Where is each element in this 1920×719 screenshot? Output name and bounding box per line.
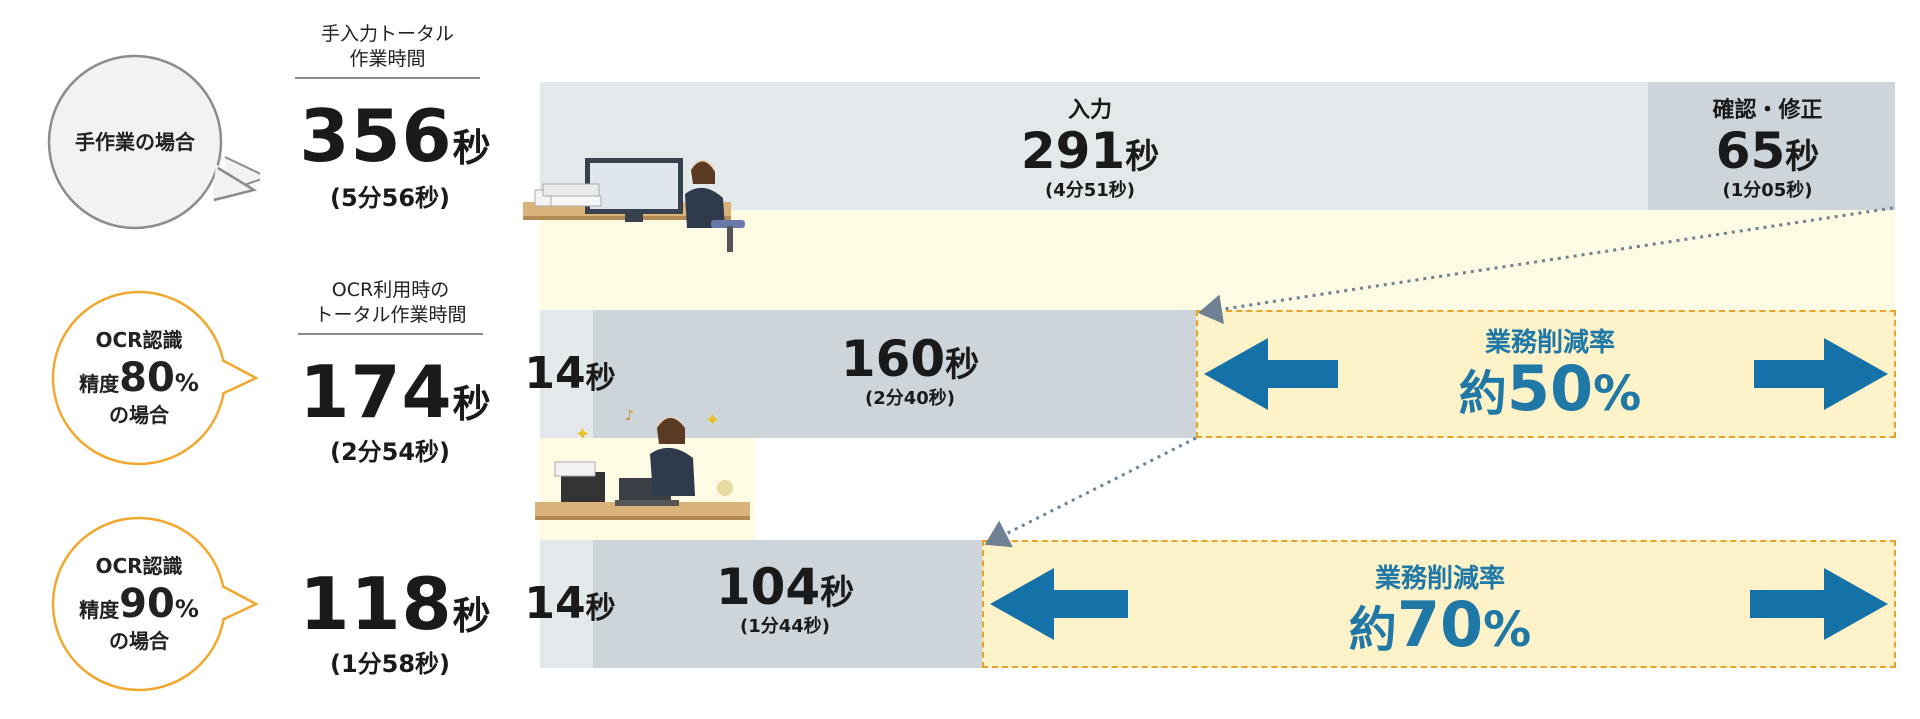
- case-label-line: OCR認識: [95, 554, 183, 578]
- segment-label-review: 確認・修正 65秒 (1分05秒): [1640, 92, 1895, 202]
- total-number: 356: [299, 94, 453, 178]
- connector-line: [984, 436, 1197, 548]
- total-sub-ocr80: (2分54秒): [329, 438, 451, 466]
- segment-value: 104秒: [665, 558, 905, 616]
- case-label-line: OCR認識: [95, 328, 183, 352]
- segment-sub: (1分44秒): [739, 616, 831, 637]
- total-unit: 秒: [452, 126, 491, 170]
- case-label-accuracy: 精度90%: [79, 579, 199, 629]
- bar-segment: [540, 540, 594, 668]
- reduction-title: 業務削減率: [1484, 328, 1615, 358]
- reduction-percent: %: [1593, 366, 1642, 422]
- case-label-prefix: 精度: [79, 598, 120, 622]
- bar-segment: [540, 310, 594, 438]
- case-label-accuracy: 精度80%: [79, 353, 199, 403]
- segment-number: 65: [1715, 122, 1786, 180]
- reduction-title: 業務削減率: [1374, 564, 1505, 594]
- segment-unit: 秒: [945, 345, 980, 385]
- segment-value: 160秒: [760, 330, 1060, 388]
- case-bubble-ocr90: OCR認識 精度90% の場合: [34, 514, 264, 694]
- total-sub-manual: (5分56秒): [329, 184, 451, 212]
- reduction-number: 50: [1506, 352, 1594, 425]
- total-unit: 秒: [452, 382, 491, 426]
- segment-unit: 秒: [820, 573, 855, 613]
- segment-label-input: 入力 291秒 (4分51秒): [900, 92, 1280, 202]
- segment-unit: 秒: [1125, 137, 1160, 177]
- total-label-line-1: OCR利用時の: [331, 279, 450, 301]
- bar-segment: [540, 82, 1648, 210]
- segment-label-ocr80-review: 160秒 (2分40秒): [760, 330, 1060, 410]
- reduction-prefix: 約: [1458, 366, 1507, 422]
- reduction-arrows: [1204, 338, 1888, 410]
- reduction-prefix: 約: [1348, 602, 1397, 658]
- arrow-right-icon: [1754, 338, 1888, 410]
- case-label-number: 90: [119, 581, 175, 627]
- segment-number: 291: [1020, 122, 1126, 180]
- case-label-percent: %: [174, 369, 199, 397]
- woman-with-scanner-and-laptop-illustration: ✦ ✦ ♪: [535, 408, 750, 520]
- total-value-ocr80: 174秒: [295, 350, 495, 434]
- case-label-line: の場合: [109, 403, 169, 427]
- segment-head: 確認・修正: [1712, 98, 1823, 123]
- highlight-band-1: [540, 208, 1895, 310]
- reduction-value: 約50%: [1400, 352, 1700, 425]
- segment-head: 入力: [1067, 98, 1112, 123]
- case-bubble-ocr80: OCR認識 精度80% の場合: [34, 288, 264, 468]
- speech-bubble-icon: [47, 54, 270, 230]
- segment-number: 14: [524, 578, 586, 629]
- segment-number: 160: [840, 330, 946, 388]
- speech-bubble-icon: [51, 290, 259, 466]
- segment-label-ocr90-review: 104秒 (1分44秒): [665, 558, 905, 638]
- segment-number: 14: [524, 348, 586, 399]
- segment-unit: 秒: [585, 591, 616, 626]
- reduction-value: 約70%: [1290, 588, 1590, 661]
- segment-unit: 秒: [1785, 137, 1820, 177]
- case-label-manual: 手作業の場合: [75, 129, 195, 154]
- arrow-left-icon: [990, 568, 1128, 640]
- total-number: 118: [299, 562, 453, 646]
- segment-value: 14秒: [515, 348, 625, 399]
- svg-text:✦: ✦: [575, 424, 590, 445]
- total-label-line-1: 手入力トータル: [320, 23, 454, 45]
- reduction-box-ocr90: [982, 540, 1896, 668]
- segment-sub: (4分51秒): [1044, 180, 1136, 201]
- svg-text:✦: ✦: [705, 410, 720, 431]
- total-value-ocr90: 118秒: [295, 562, 495, 646]
- total-number: 174: [299, 350, 453, 434]
- segment-value: 65秒: [1640, 122, 1895, 180]
- segment-unit: 秒: [585, 361, 616, 396]
- segment-value: 291秒: [900, 122, 1280, 180]
- total-label-line-2: トータル作業時間: [314, 303, 467, 326]
- svg-text:♪: ♪: [625, 408, 634, 424]
- total-label-manual: 手入力トータル 作業時間: [295, 22, 480, 80]
- reduction-number: 70: [1396, 588, 1484, 661]
- connector-line: [1198, 206, 1894, 325]
- total-label-ocr: OCR利用時の トータル作業時間: [298, 278, 483, 336]
- case-label-number: 80: [119, 355, 175, 401]
- case-label-prefix: 精度: [79, 372, 120, 396]
- bar-segment: [1647, 82, 1895, 210]
- reduction-arrows: [990, 568, 1888, 640]
- segment-label-ocr80-short: 14秒: [515, 348, 625, 399]
- segment-sub: (1分05秒): [1722, 180, 1813, 201]
- bar-segment: [593, 310, 1203, 438]
- segment-label-ocr90-short: 14秒: [515, 578, 625, 629]
- case-label-line: の場合: [109, 629, 169, 653]
- total-sub-ocr90: (1分58秒): [329, 650, 451, 678]
- total-label-line-2: 作業時間: [349, 47, 426, 70]
- total-value-manual: 356秒: [295, 94, 495, 178]
- total-unit: 秒: [452, 594, 491, 638]
- arrow-right-icon: [1750, 568, 1888, 640]
- segment-value: 14秒: [515, 578, 625, 629]
- arrow-left-icon: [1204, 338, 1338, 410]
- case-label-percent: %: [174, 595, 199, 623]
- speech-bubble-icon: [51, 516, 259, 692]
- reduction-percent: %: [1483, 602, 1532, 658]
- case-bubble-manual: 手作業の場合: [30, 52, 270, 232]
- segment-sub: (2分40秒): [864, 388, 956, 409]
- bar-segment: [593, 540, 990, 668]
- segment-number: 104: [715, 558, 821, 616]
- woman-at-desktop-with-paper-stack-illustration: [523, 158, 745, 252]
